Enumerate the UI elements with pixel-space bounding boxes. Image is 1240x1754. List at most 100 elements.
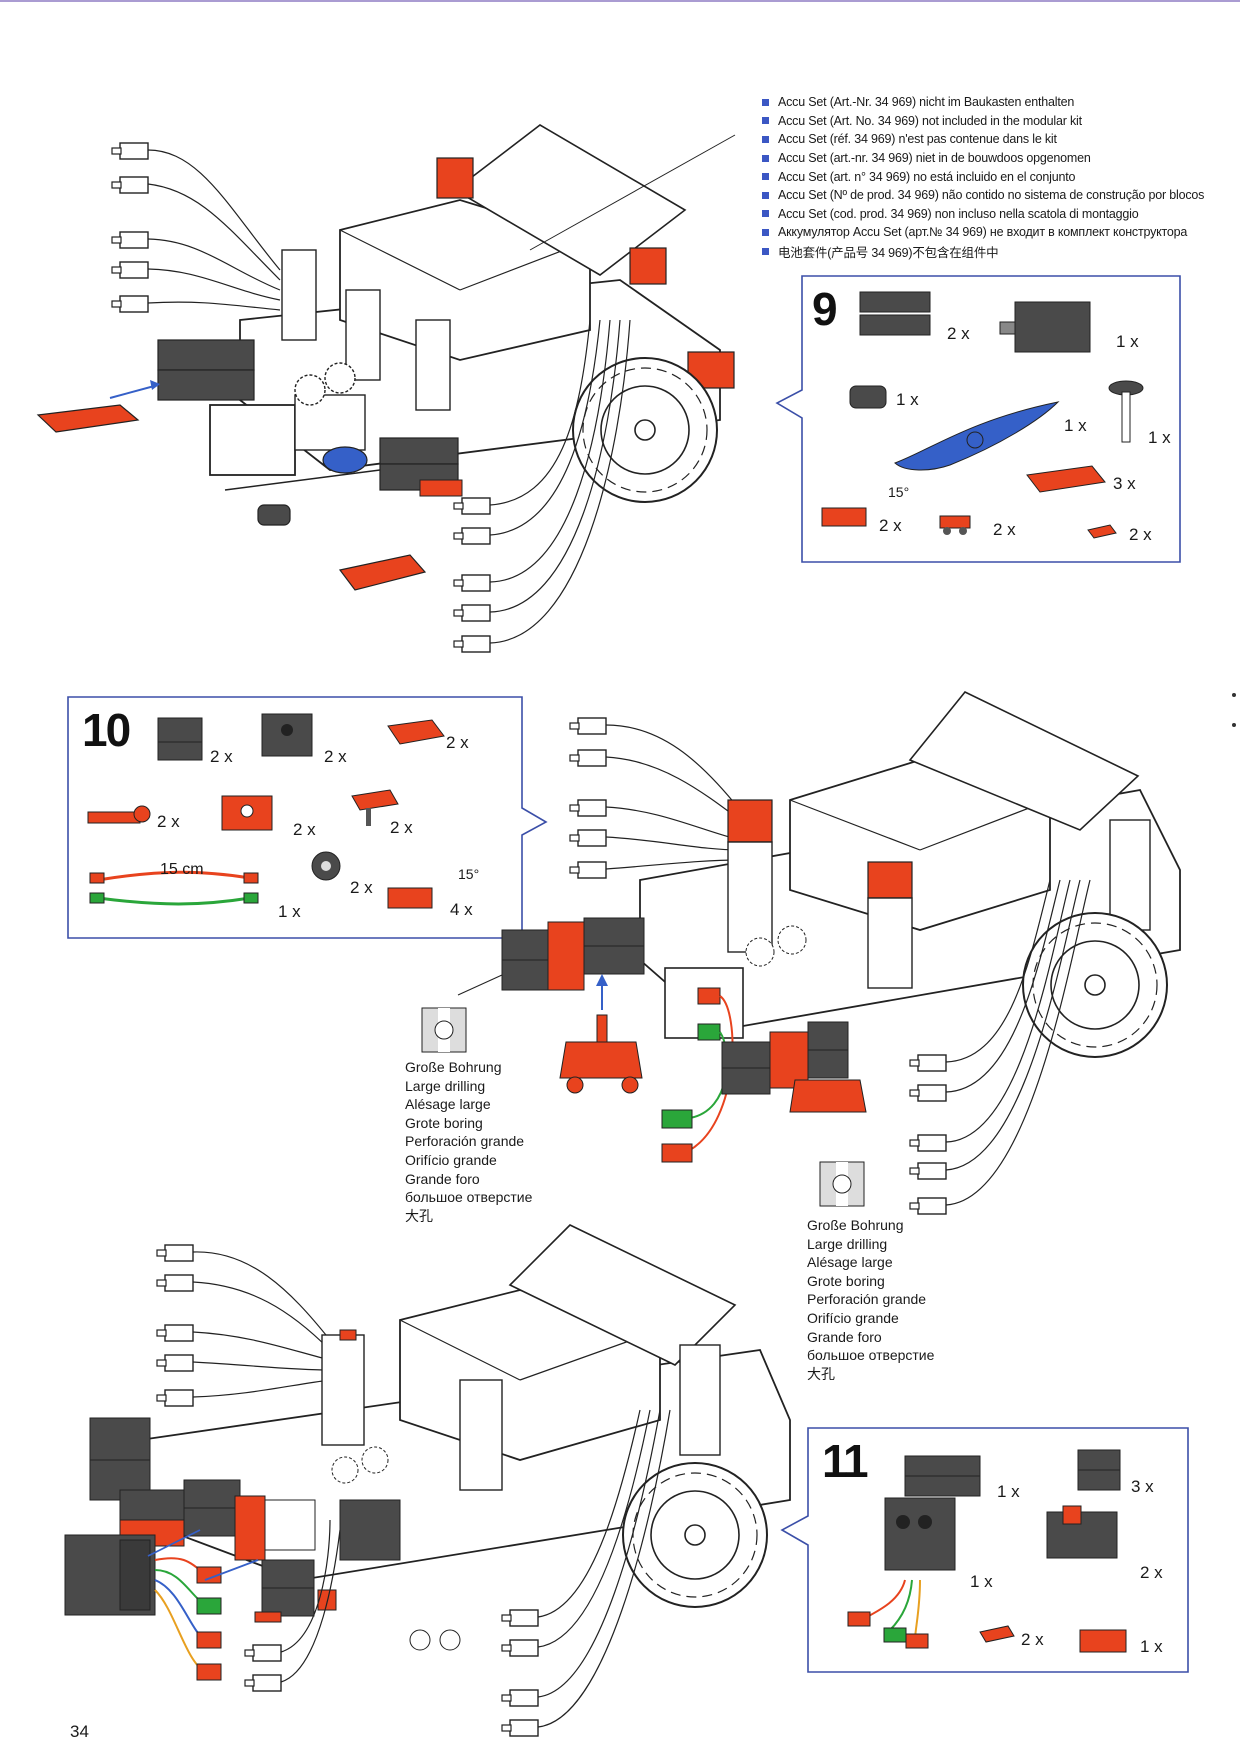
step-11-qty-long-block: 1 x xyxy=(997,1482,1020,1501)
bullet-icon xyxy=(762,247,769,255)
bullet-icon xyxy=(762,98,769,106)
plug-icon xyxy=(111,295,149,313)
step-10-qty-cable: 1 x xyxy=(278,902,301,921)
step-9-qty-axle: 1 x xyxy=(1148,428,1171,447)
black-long-block-icon xyxy=(904,1455,981,1497)
black-socket-icon xyxy=(849,385,887,409)
step-11-qty-connector-block: 1 x xyxy=(1140,1637,1163,1656)
large-drilling-symbol-icon xyxy=(819,1161,865,1207)
step-11-qty-short-block: 3 x xyxy=(1131,1477,1154,1496)
step-9-qty-motor: 1 x xyxy=(1116,332,1139,351)
red-angle-block-icon xyxy=(387,887,433,909)
bullet-icon xyxy=(762,191,769,199)
black-hub-block-icon xyxy=(261,713,313,757)
step-10-qty-block: 2 x xyxy=(210,747,233,766)
black-block-icon xyxy=(157,717,203,761)
plug-icon xyxy=(569,799,607,817)
plug-icon xyxy=(569,861,607,879)
step-11-qty-phototransistor: 1 x xyxy=(970,1572,993,1591)
step-10-qty-bearing: 2 x xyxy=(293,820,316,839)
plug-icon xyxy=(111,176,149,194)
plug-icon xyxy=(569,749,607,767)
axle-gear-icon xyxy=(1108,380,1144,443)
motor-icon xyxy=(999,301,1091,353)
plug-icon xyxy=(501,1719,539,1737)
plug-icon xyxy=(156,1354,194,1372)
vehicle-step-10 xyxy=(457,691,1181,1215)
phototransistor-block-icon xyxy=(884,1497,956,1571)
plug-icon xyxy=(569,717,607,735)
bullet-icon xyxy=(762,154,769,162)
plug-icon xyxy=(156,1274,194,1292)
red-angle-block-icon xyxy=(821,507,867,527)
propeller-icon xyxy=(894,401,1060,471)
note-es: Accu Set (art. n° 34 969) no está inclui… xyxy=(762,167,1232,186)
red-holder-icon xyxy=(351,789,399,826)
step-9-qty-base-plate: 3 x xyxy=(1113,474,1136,493)
step-10-qty-roller: 2 x xyxy=(350,878,373,897)
plug-icon xyxy=(453,497,491,515)
step-9-qty-block: 2 x xyxy=(947,324,970,343)
switch-icon xyxy=(1046,1505,1118,1559)
large-drilling-label-right: Große Bohrung Large drilling Alésage lar… xyxy=(807,1217,935,1382)
vehicle-step-11 xyxy=(64,1224,791,1737)
step-9-qty-angle: 2 x xyxy=(879,516,902,535)
step-10-number: 10 xyxy=(82,704,131,756)
plug-wires-icon xyxy=(847,1579,929,1649)
plug-icon xyxy=(501,1609,539,1627)
plug-icon xyxy=(453,527,491,545)
bullet-icon xyxy=(762,117,769,125)
plug-icon xyxy=(111,231,149,249)
step-10-qty-peg: 2 x xyxy=(157,812,180,831)
plug-icon xyxy=(453,574,491,592)
step-11-qty-switch: 2 x xyxy=(1140,1563,1163,1582)
step-11-number: 11 xyxy=(822,1435,869,1487)
step-9-angle-label: 15° xyxy=(888,484,910,500)
step-11-parts-box xyxy=(780,1427,1189,1673)
step-10-qty-plate: 2 x xyxy=(446,733,469,752)
red-small-connector-icon xyxy=(939,515,971,535)
step-10-qty-hub-block: 2 x xyxy=(324,747,347,766)
plug-icon xyxy=(111,261,149,279)
plug-icon xyxy=(111,142,149,160)
step-9-parts-box xyxy=(775,275,1181,563)
note-nl: Accu Set (art.-nr. 34 969) niet in de bo… xyxy=(762,149,1232,168)
step-10-qty-angle: 4 x xyxy=(450,900,473,919)
note-pt: Accu Set (Nº de prod. 34 969) não contid… xyxy=(762,186,1232,205)
plug-icon xyxy=(453,635,491,653)
cable-icon xyxy=(89,870,259,906)
red-small-plate-icon xyxy=(979,1625,1015,1643)
black-short-block-icon xyxy=(1077,1449,1121,1491)
note-fr: Accu Set (réf. 34 969) n'est pas contenu… xyxy=(762,130,1232,149)
bullet-icon xyxy=(762,228,769,236)
plug-icon xyxy=(156,1324,194,1342)
red-bearing-block-icon xyxy=(221,795,273,831)
step-10-angle-label: 15° xyxy=(458,866,480,882)
vehicle-step-9 xyxy=(36,124,736,653)
step-9-qty-tiny-plate: 2 x xyxy=(1129,525,1152,544)
step-9-qty-propeller: 1 x xyxy=(1064,416,1087,435)
page-number: 34 xyxy=(70,1722,89,1741)
plug-icon xyxy=(156,1389,194,1407)
red-tiny-plate-icon xyxy=(1087,524,1117,539)
roller-icon xyxy=(311,851,341,881)
note-ru: Аккумулятор Accu Set (арт.№ 34 969) не в… xyxy=(762,223,1232,242)
plug-icon xyxy=(156,1244,194,1262)
plug-icon xyxy=(501,1639,539,1657)
accu-set-notes: Accu Set (Art.-Nr. 34 969) nicht im Bauk… xyxy=(762,93,1232,260)
red-base-plate-icon xyxy=(1026,465,1106,493)
plug-icon xyxy=(909,1134,947,1152)
plug-icon xyxy=(244,1674,282,1692)
large-drilling-symbol-icon xyxy=(421,1007,467,1053)
plug-icon xyxy=(569,829,607,847)
plug-icon xyxy=(244,1644,282,1662)
step-9-qty-socket: 1 x xyxy=(896,390,919,409)
note-it: Accu Set (cod. prod. 34 969) non incluso… xyxy=(762,205,1232,224)
black-building-block-icon xyxy=(859,291,931,336)
red-plate-icon xyxy=(387,719,445,745)
plug-icon xyxy=(501,1689,539,1707)
plug-icon xyxy=(909,1084,947,1102)
plug-icon xyxy=(909,1197,947,1215)
note-en: Accu Set (Art. No. 34 969) not included … xyxy=(762,112,1232,131)
